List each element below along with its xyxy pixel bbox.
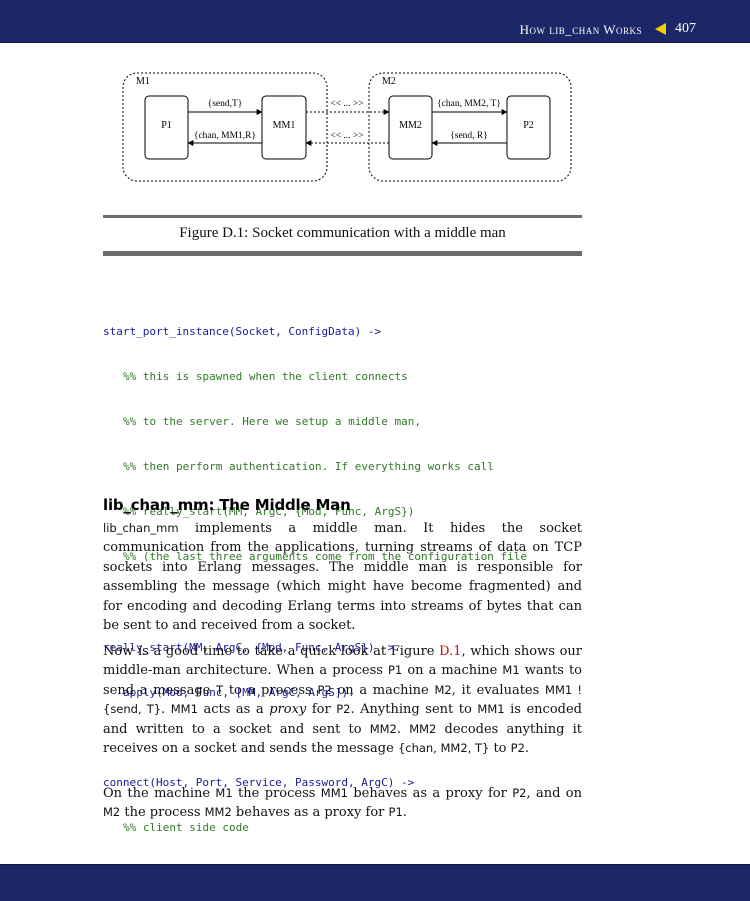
- inline-code: P1: [388, 805, 403, 820]
- inline-code: P2: [512, 786, 527, 800]
- m2-label: M2: [382, 76, 396, 87]
- m1-label: M1: [136, 76, 150, 87]
- edge-label-chan-mm2-t: {chan, MM2, T}: [437, 99, 501, 109]
- text-run: .: [396, 721, 410, 737]
- paragraph-1: lib_chan_mm implements a middle man. It …: [103, 519, 582, 635]
- text-run: , and on: [526, 786, 582, 801]
- page-header-bar: How lib_chan Works 407: [0, 0, 750, 43]
- inline-code: MM1: [170, 702, 198, 717]
- p1-label: P1: [161, 120, 172, 131]
- figure-rule-top: [103, 215, 582, 218]
- text-run: On the machine: [103, 786, 216, 801]
- mm2-label: MM2: [399, 120, 422, 131]
- mm1-label: MM1: [273, 120, 296, 131]
- inline-code: MM2: [204, 805, 232, 820]
- text-run: , it evaluates: [451, 682, 546, 698]
- text-run: wants to send a message: [103, 663, 582, 698]
- text-run: acts as a: [197, 702, 270, 718]
- code-comment: %% really_start(MM, ArgC, {Mod, Func, Ar…: [123, 505, 415, 518]
- text-run: decodes anything it receives on a socket…: [103, 721, 582, 757]
- code-listing: start_port_instance(Socket, ConfigData) …: [103, 294, 583, 850]
- code-line: apply(Mod, Func, [MM, ArgC, ArgS]).: [123, 685, 355, 699]
- inline-code: MM1 ! {send, T}: [103, 682, 583, 717]
- mm1-node: [261, 95, 307, 160]
- inline-code: P2: [510, 741, 525, 756]
- text-run: .: [161, 702, 171, 718]
- p1-node: [144, 95, 189, 160]
- text-run: behaves as a proxy for: [347, 786, 513, 801]
- text-run: is encoded and written to a socket and s…: [103, 702, 583, 737]
- inline-code: MM1: [477, 702, 505, 717]
- edge-label-wire-out: << ... >>: [330, 99, 363, 109]
- text-run: on a machine: [402, 663, 503, 679]
- emphasis: proxy: [269, 702, 307, 718]
- text-run: to: [489, 741, 511, 757]
- inline-code: P2: [317, 682, 332, 697]
- text-run: .: [402, 805, 407, 821]
- figure-reference-link[interactable]: D.1: [439, 644, 462, 659]
- inline-code: lib_chan_mm: [103, 521, 179, 535]
- inline-code: T: [216, 682, 224, 697]
- p2-node: [506, 95, 551, 160]
- inline-code: M2: [434, 682, 452, 697]
- text-run: to a process: [223, 682, 318, 698]
- code-comment: %% client side code: [123, 821, 249, 834]
- mm2-node: [388, 95, 433, 160]
- socket-diagram: M1 M2 P1 MM1 MM2 P2 {send,T} {chan, MM1,…: [122, 72, 572, 182]
- paragraph-2: Now is a good time to take a quick look …: [103, 642, 582, 758]
- machine-m2-box: [368, 72, 572, 182]
- text-run: the process: [120, 805, 205, 821]
- inline-code: P1: [387, 663, 403, 678]
- code-comment: %% then perform authentication. If every…: [123, 460, 494, 473]
- paragraph-text: implements a middle man. It hides the so…: [103, 521, 582, 634]
- running-title: How lib_chan Works: [519, 22, 642, 37]
- code-comment: %% (the last three arguments come from t…: [123, 550, 527, 563]
- code-line: really_start(MM, ArgC, {Mod, Func, ArgS}…: [103, 640, 395, 654]
- text-run: Now is a good time to take a quick look …: [103, 644, 440, 659]
- edge-label-wire-in: << ... >>: [330, 131, 363, 141]
- text-run: . Anything sent to: [350, 702, 478, 718]
- inline-code: MM2: [369, 721, 397, 736]
- page-marker-triangle-icon: [655, 23, 666, 35]
- text-run: for: [306, 702, 337, 718]
- figure-caption: Figure D.1: Socket communication with a …: [179, 225, 506, 241]
- figure-rule-bottom: [103, 251, 582, 256]
- inline-code: MM1: [320, 786, 348, 800]
- text-run: on a machine: [331, 682, 435, 698]
- machine-m1-box: [122, 72, 328, 182]
- page-number: 407: [675, 21, 696, 36]
- inline-code: {chan, MM2, T}: [397, 741, 490, 756]
- edge-label-send-r: {send, R}: [450, 131, 488, 141]
- inline-code: MM2: [409, 721, 437, 736]
- code-line: start_port_instance(Socket, ConfigData) …: [103, 325, 382, 338]
- inline-code: M1: [215, 786, 233, 800]
- code-line: connect(Host, Port, Service, Password, A…: [103, 776, 415, 789]
- text-run: .: [524, 741, 530, 757]
- text-run: the process: [232, 786, 321, 801]
- text-run: , which shows our middle-man architectur…: [103, 644, 582, 679]
- code-comment: %% this is spawned when the client conne…: [123, 370, 408, 383]
- edge-label-send-t: {send,T}: [208, 99, 243, 109]
- code-comment: %% to the server. Here we setup a middle…: [123, 415, 422, 428]
- inline-code: M1: [502, 663, 520, 678]
- paragraph-3: On the machine M1 the process MM1 behave…: [103, 784, 582, 823]
- inline-code: M2: [103, 805, 121, 820]
- page-footer-bar: [0, 864, 750, 901]
- text-run: behaves as a proxy for: [231, 805, 389, 821]
- edge-label-chan-mm1-r: {chan, MM1,R}: [194, 131, 256, 141]
- section-heading: lib_chan_mm: The Middle Man: [103, 496, 351, 514]
- p2-label: P2: [523, 120, 534, 131]
- inline-code: P2: [336, 702, 351, 717]
